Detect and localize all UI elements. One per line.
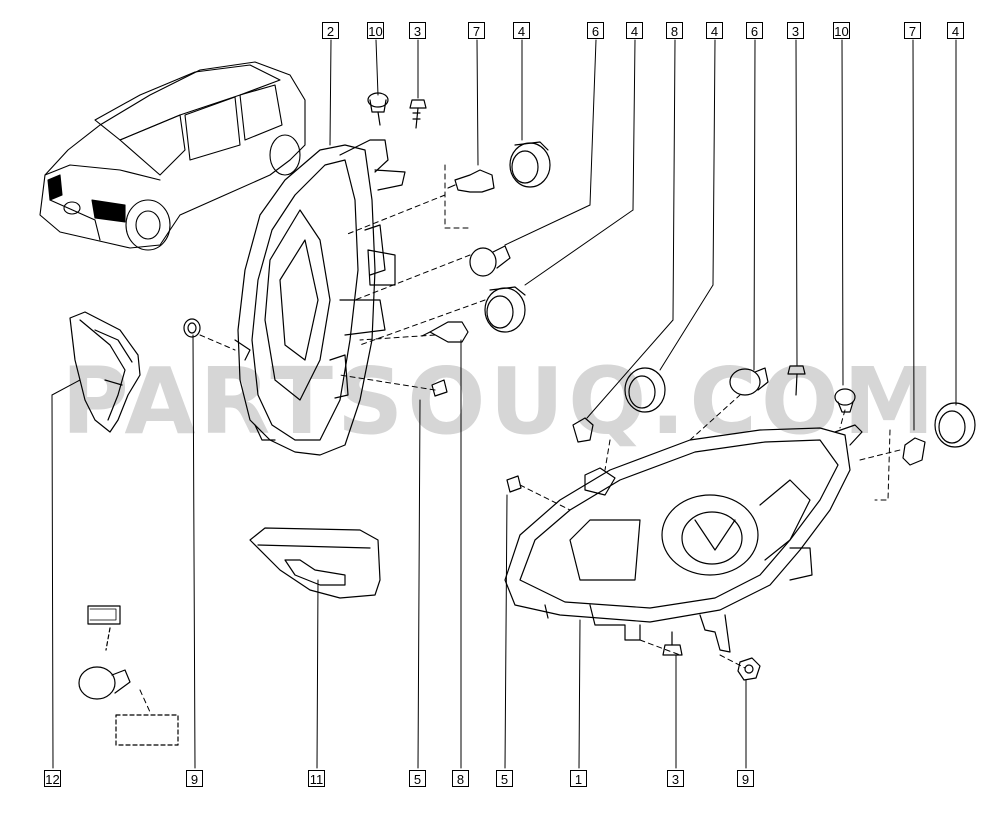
callout-4: 4 — [513, 22, 530, 39]
bulb-part-7-right — [902, 437, 926, 466]
bulb-part-6-right — [729, 367, 769, 396]
clip-part-9-left — [183, 318, 201, 338]
callout-4: 4 — [706, 22, 723, 39]
cover-part-4-left-mid — [484, 286, 526, 333]
callout-3: 3 — [787, 22, 804, 39]
clip-part-8-right — [572, 417, 594, 443]
callout-4: 4 — [626, 22, 643, 39]
callout-3: 3 — [667, 770, 684, 787]
headlamp-left — [234, 139, 406, 456]
cover-part-4-right-a — [624, 367, 666, 413]
callout-6: 6 — [746, 22, 763, 39]
leader-lines-top — [329, 39, 957, 431]
callout-10: 10 — [833, 22, 850, 39]
assembly-guides — [139, 164, 901, 713]
bulb-part-8-left — [421, 321, 469, 343]
clip-part-10-left — [367, 92, 389, 126]
callout-10: 10 — [367, 22, 384, 39]
clip-part-10-right — [834, 388, 856, 413]
clip-part-5-left — [431, 379, 448, 397]
callout-8: 8 — [666, 22, 683, 39]
fog-lamp-part-11 — [249, 527, 381, 599]
bulb-part-7-left — [447, 169, 495, 193]
callout-9: 9 — [737, 770, 754, 787]
callout-11: 11 — [308, 770, 325, 787]
leader-lines-bottom — [51, 334, 747, 769]
cover-part-4-left-top — [509, 141, 551, 188]
headlamp-right — [504, 424, 863, 653]
callout-12: 12 — [44, 770, 61, 787]
callout-9: 9 — [186, 770, 203, 787]
bulb-with-holder — [78, 605, 179, 746]
car-illustration — [39, 61, 306, 251]
nut-part-9-bottom — [737, 657, 761, 681]
screw-part-3-right — [787, 365, 806, 396]
callout-7: 7 — [468, 22, 485, 39]
callout-8: 8 — [452, 770, 469, 787]
callout-7: 7 — [904, 22, 921, 39]
callout-6: 6 — [587, 22, 604, 39]
screw-part-3-bottom — [662, 631, 683, 656]
cover-part-4-right-b — [934, 402, 976, 448]
callout-5: 5 — [496, 770, 513, 787]
callout-2: 2 — [322, 22, 339, 39]
screw-part-3-left — [409, 99, 427, 129]
callout-1: 1 — [570, 770, 587, 787]
callout-3: 3 — [409, 22, 426, 39]
clip-part-5-right — [506, 475, 522, 493]
callout-5: 5 — [409, 770, 426, 787]
callout-4: 4 — [947, 22, 964, 39]
bulb-part-6-left — [469, 245, 511, 277]
side-repeater-part-12 — [69, 311, 141, 433]
